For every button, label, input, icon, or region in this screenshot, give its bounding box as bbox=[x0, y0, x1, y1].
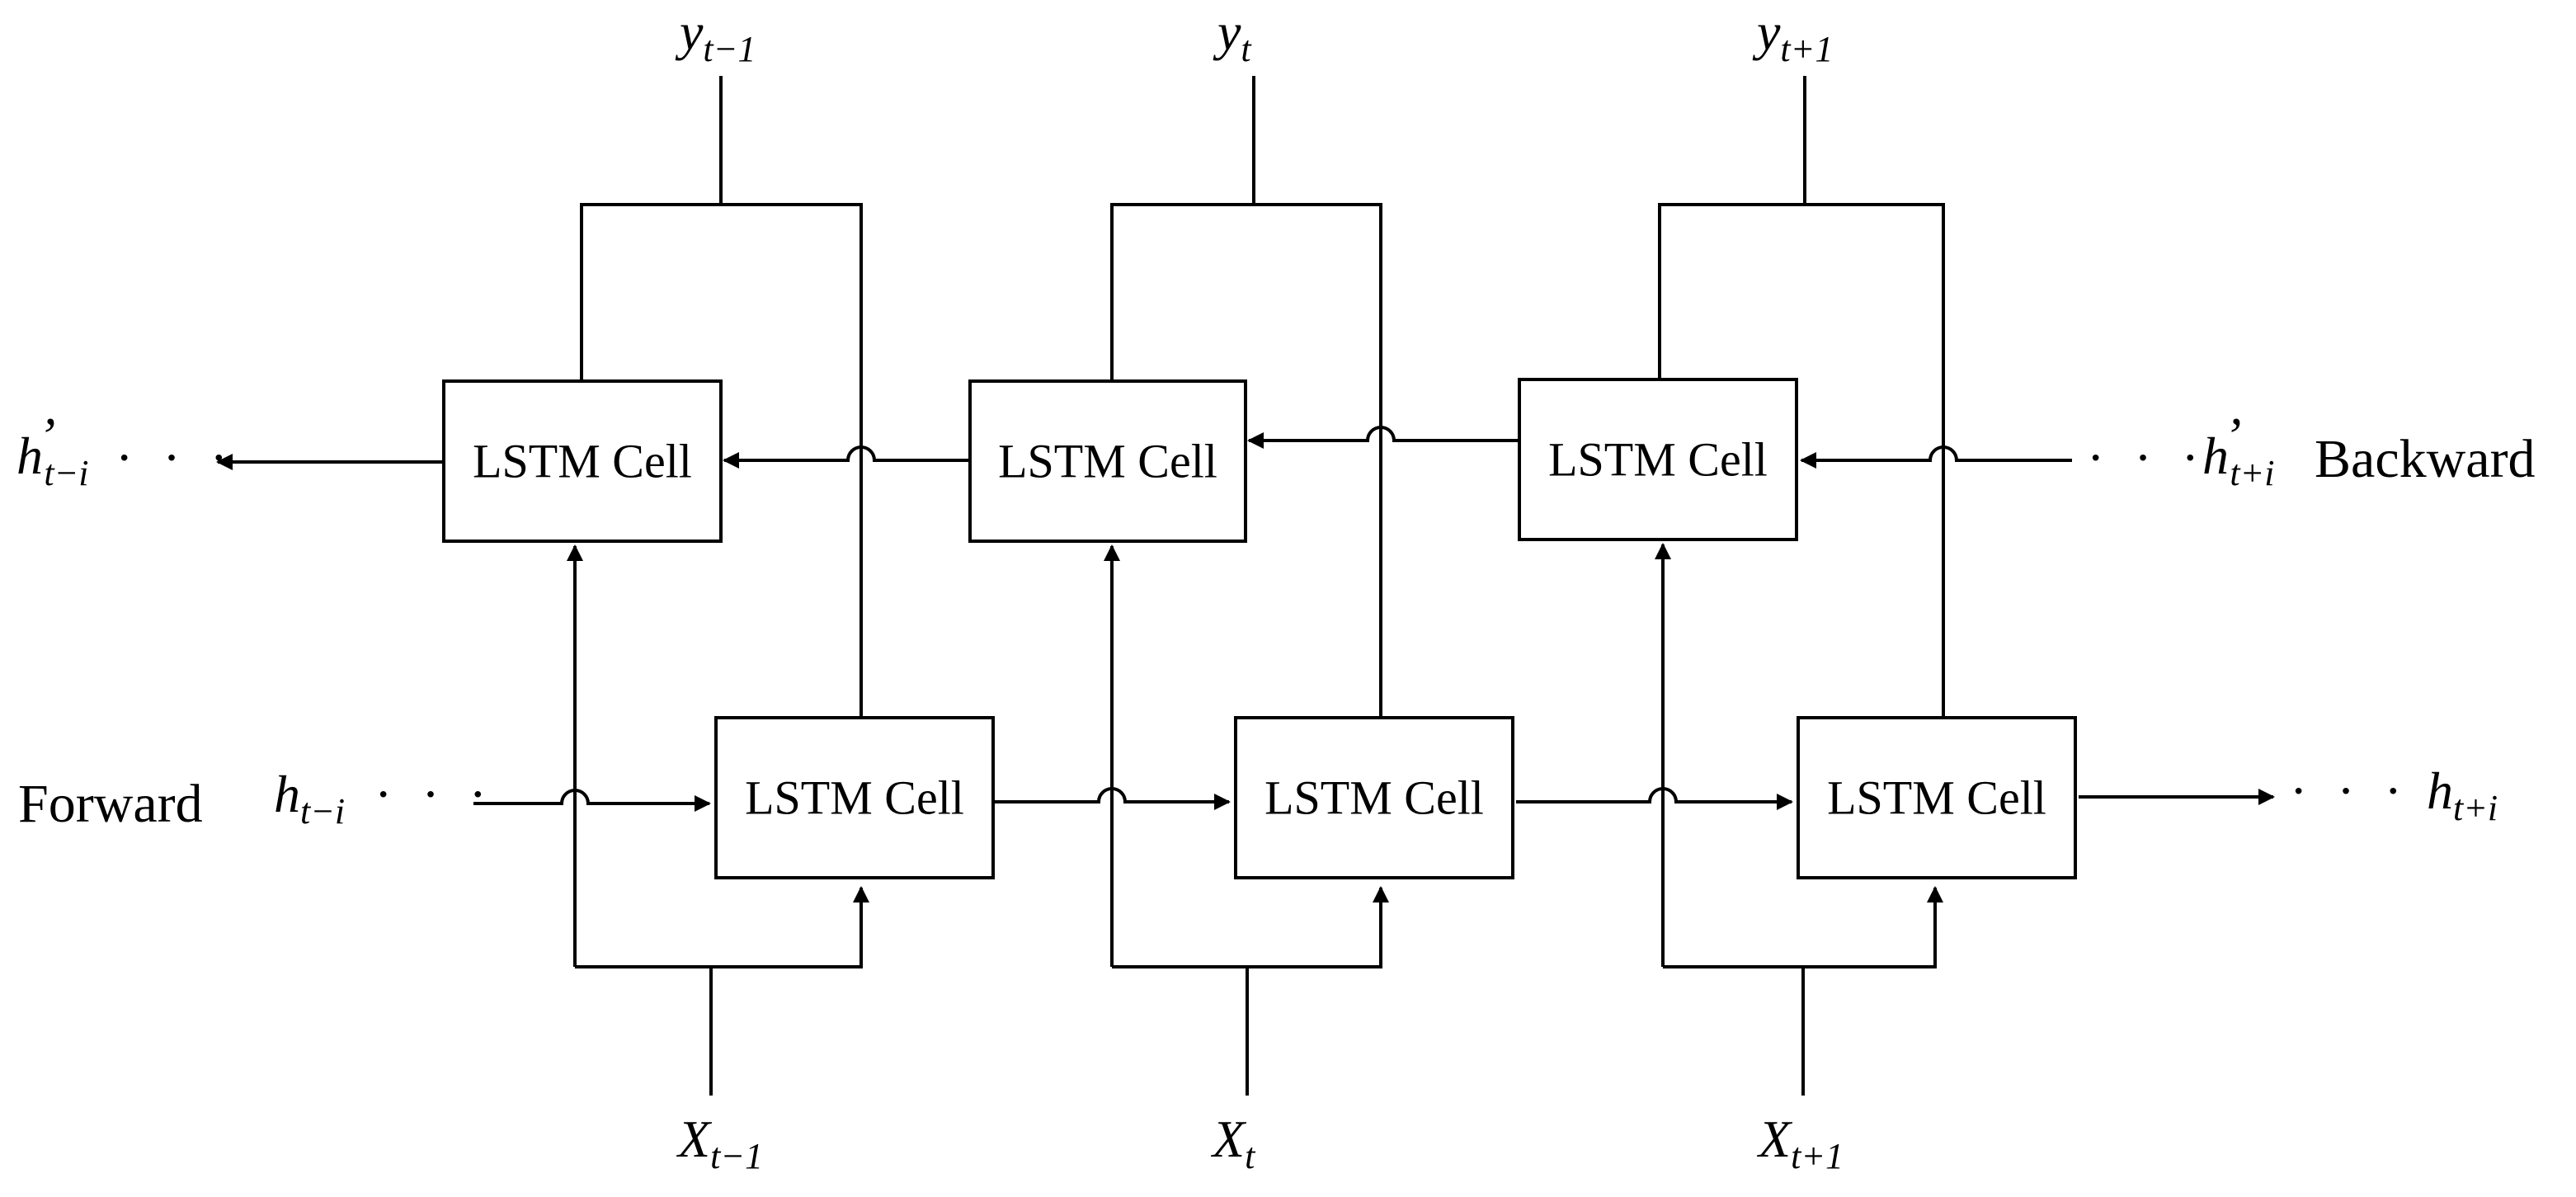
forward-state-in: ht−i bbox=[274, 765, 345, 832]
backward-state-in: h’t+i bbox=[2202, 407, 2274, 493]
forward-in-ellipsis: · · · bbox=[374, 765, 495, 823]
input-connectors bbox=[567, 543, 1943, 1096]
forward-cell-3: LSTM Cell bbox=[1797, 716, 2077, 879]
backward-label: Backward bbox=[2315, 429, 2536, 489]
forward-chain bbox=[473, 787, 2275, 812]
output-label-3: yt+1 bbox=[1752, 2, 1833, 69]
input-label-3: Xt+1 bbox=[1756, 1110, 1844, 1176]
output-label-2: yt bbox=[1213, 2, 1252, 69]
cell-label: LSTM Cell bbox=[998, 435, 1217, 488]
forward-state-out: ht+i bbox=[2427, 761, 2498, 828]
forward-cell-2: LSTM Cell bbox=[1234, 716, 1514, 879]
backward-cell-2: LSTM Cell bbox=[968, 379, 1247, 543]
input-label-1: Xt−1 bbox=[676, 1110, 763, 1176]
backward-chain bbox=[216, 426, 2072, 470]
cell-label: LSTM Cell bbox=[1827, 771, 2046, 825]
input-label-2: Xt bbox=[1210, 1110, 1256, 1176]
output-label-1: yt−1 bbox=[675, 2, 756, 69]
cell-label: LSTM Cell bbox=[745, 771, 964, 825]
cell-label: LSTM Cell bbox=[1264, 771, 1484, 825]
cell-label: LSTM Cell bbox=[473, 435, 692, 488]
forward-out-ellipsis: · · · bbox=[2290, 761, 2410, 820]
cell-label: LSTM Cell bbox=[1548, 433, 1768, 487]
backward-cell-1: LSTM Cell bbox=[442, 379, 723, 543]
backward-in-ellipsis: · · · bbox=[2087, 428, 2207, 487]
forward-label: Forward bbox=[18, 774, 203, 834]
backward-out-ellipsis: · · · bbox=[115, 428, 236, 487]
backward-cell-3: LSTM Cell bbox=[1518, 378, 1798, 541]
output-connectors bbox=[580, 76, 1945, 718]
forward-cell-1: LSTM Cell bbox=[714, 716, 995, 879]
backward-state-out: h’t−i bbox=[16, 407, 88, 493]
